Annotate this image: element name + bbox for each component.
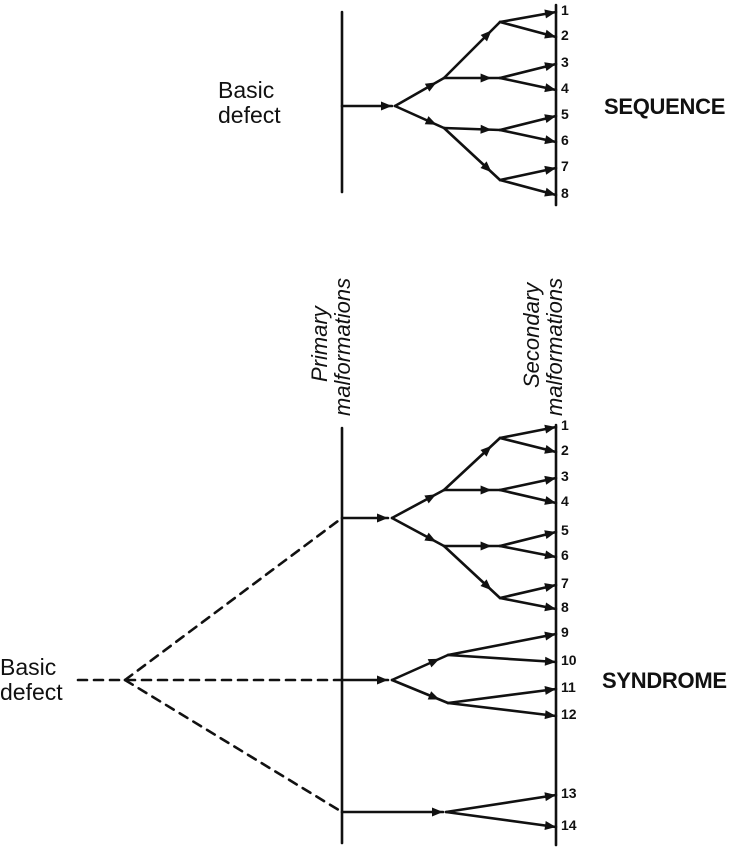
- synA-outcome-branch-2-arrowhead: [544, 444, 556, 454]
- syndrome-outcome-14: 14: [561, 817, 577, 833]
- synA-outcome-branch-4-arrowhead: [544, 496, 556, 505]
- syndrome-outcome-5: 5: [561, 522, 569, 538]
- sequence-basic-line1: Basic: [218, 77, 275, 103]
- synB-branch-lower-arrowhead: [427, 691, 440, 700]
- syndrome-outcome-10: 10: [561, 652, 577, 668]
- synC-outcome-branch-13-line: [444, 793, 558, 814]
- syndrome-outcome-2: 2: [561, 442, 569, 458]
- synC-trunk-arrowhead: [432, 807, 443, 817]
- synB-outcome-branch-11-line: [446, 687, 558, 705]
- synA-trunk-arrowhead: [377, 513, 388, 523]
- syndrome-basic-line1: Basic: [0, 654, 57, 680]
- seq-trunk-arrowhead: [381, 101, 392, 111]
- secondary-malformations-label: Secondary malformations: [519, 277, 568, 420]
- synA-outcome-branch-6-arrowhead: [544, 550, 556, 560]
- synB-outcome-branch-9-arrowhead: [544, 631, 556, 641]
- syndrome-outcome-4: 4: [561, 493, 569, 509]
- synB-outcome-branch-12-line: [446, 701, 558, 718]
- sequence-outcome-3: 3: [561, 54, 569, 70]
- synA-branch-upper-arrowhead: [424, 494, 437, 504]
- synB-branch-upper-arrowhead: [427, 658, 440, 668]
- synB-outcome-branch-12-arrowhead: [544, 710, 556, 720]
- syndrome-outcome-13: 13: [561, 785, 577, 801]
- synA-outcome-branch-7-arrowhead: [544, 583, 556, 592]
- seq-sub-branch-2-arrowhead: [480, 73, 492, 83]
- syndrome-outcome-7: 7: [561, 575, 569, 591]
- synB-outcome-branch-10-arrowhead: [544, 656, 556, 666]
- secondary-label-line1: Secondary: [519, 282, 544, 388]
- synA-outcome-branch-8-arrowhead: [544, 602, 556, 612]
- seq-outcome-branch-8-arrowhead: [544, 187, 556, 197]
- syndrome-outcome-11: 11: [561, 679, 576, 695]
- syndrome-outcome-12: 12: [561, 706, 577, 722]
- primary-label-line2: malformations: [330, 277, 356, 416]
- synB-outcome-branch-9-line: [446, 632, 558, 657]
- secondary-label-line2: malformations: [542, 277, 568, 416]
- synA-outcome-branch-3-arrowhead: [544, 475, 556, 485]
- sequence-title: SEQUENCE: [604, 94, 726, 119]
- seq-outcome-branch-2-arrowhead: [544, 29, 556, 39]
- syndrome-outcome-1: 1: [561, 417, 569, 433]
- primary-label-line1: Primary: [307, 306, 332, 382]
- syndrome-title: SYNDROME: [602, 668, 727, 693]
- sequence-outcome-6: 6: [561, 132, 569, 148]
- sequence-outcome-8: 8: [561, 185, 569, 201]
- synA-outcome-branch-5-arrowhead: [544, 530, 556, 540]
- synB-outcome-branch-10-line: [446, 653, 558, 664]
- seq-outcome-branch-1-arrowhead: [544, 9, 556, 19]
- seq-sub-branch-1-arrowhead: [480, 30, 492, 42]
- synC-outcome-branch-14-arrowhead: [544, 821, 556, 830]
- seq-branch-lower-arrowhead: [424, 116, 437, 125]
- seq-sub-branch-4-arrowhead: [480, 161, 492, 173]
- primary-malformations-label: Primary malformations: [307, 277, 356, 420]
- seq-branch-upper-arrowhead: [424, 82, 437, 92]
- sequence-outcome-2: 2: [561, 27, 569, 43]
- syndrome-basic-line2: defect: [0, 679, 63, 706]
- synB-trunk-arrowhead: [377, 675, 388, 685]
- syndrome-outcome-6: 6: [561, 547, 569, 563]
- seq-outcome-branch-7-arrowhead: [544, 165, 556, 175]
- seq-sub-branch-3-arrowhead: [480, 124, 492, 134]
- seq-outcome-branch-6-arrowhead: [544, 135, 556, 145]
- sequence-basic-defect-label: Basic defect: [218, 77, 281, 129]
- sequence-basic-line2: defect: [218, 102, 281, 129]
- sequence-outcome-5: 5: [561, 106, 569, 122]
- syndrome-basic-defect-label: Basic defect: [0, 654, 63, 706]
- synC-outcome-branch-13-arrowhead: [544, 792, 556, 802]
- syn-dashed-upper: [123, 516, 344, 682]
- synB-outcome-branch-11-arrowhead: [544, 685, 556, 695]
- sequence-outcome-4: 4: [561, 80, 569, 96]
- syn-dashed-lower: [123, 678, 344, 814]
- seq-outcome-branch-3-arrowhead: [544, 62, 556, 72]
- synA-outcome-branch-1-arrowhead: [544, 424, 556, 434]
- seq-outcome-branch-4-arrowhead: [544, 83, 556, 93]
- synA-sub-branch-4-arrowhead: [480, 579, 492, 591]
- sequence-outcome-7: 7: [561, 158, 569, 174]
- syndrome-outcome-8: 8: [561, 599, 569, 615]
- synA-sub-branch-3-arrowhead: [480, 541, 492, 551]
- seq-outcome-branch-5-arrowhead: [544, 114, 556, 124]
- synA-sub-branch-2-arrowhead: [480, 485, 492, 495]
- syndrome-outcome-3: 3: [561, 468, 569, 484]
- synC-outcome-branch-14-line: [444, 810, 558, 829]
- synA-sub-branch-1-arrowhead: [480, 445, 492, 457]
- sequence-outcome-1: 1: [561, 2, 569, 18]
- syndrome-outcome-9: 9: [561, 624, 569, 640]
- synA-branch-lower-arrowhead: [424, 532, 437, 542]
